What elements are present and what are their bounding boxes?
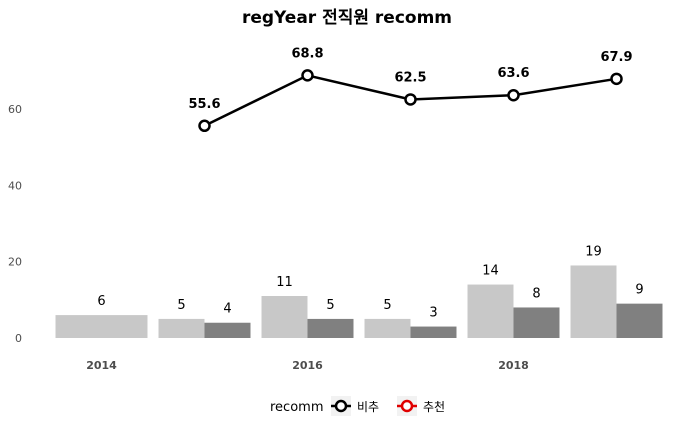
y-tick-label: 40 xyxy=(8,179,22,192)
line-label: 68.8 xyxy=(291,46,323,61)
bars xyxy=(55,265,663,338)
bar-label: 8 xyxy=(532,286,540,301)
bar xyxy=(55,315,148,338)
bar xyxy=(364,318,411,338)
line-label: 55.6 xyxy=(188,97,220,112)
line-point xyxy=(301,69,314,82)
line-labels: 55.6 68.8 62.5 63.6 67.9 xyxy=(188,46,632,111)
bar xyxy=(307,318,354,338)
x-tick-label: 2014 xyxy=(86,359,117,372)
chart-title: regYear 전직원 recomm xyxy=(242,8,452,28)
bar-label: 3 xyxy=(429,306,437,321)
x-tick-label: 2018 xyxy=(498,359,529,372)
bar-label: 5 xyxy=(383,298,391,313)
bar xyxy=(410,326,457,338)
legend-title: recomm xyxy=(270,400,324,415)
line-label: 63.6 xyxy=(497,66,529,81)
bar-label: 6 xyxy=(97,294,105,309)
bar xyxy=(467,284,514,338)
line-point xyxy=(404,93,417,106)
bar xyxy=(204,322,251,338)
bar xyxy=(616,303,663,338)
bar-label: 14 xyxy=(482,264,499,279)
bar xyxy=(570,265,617,338)
legend-label: 비추 xyxy=(357,400,379,414)
bar-label: 9 xyxy=(635,283,643,298)
bar-label: 19 xyxy=(585,244,602,259)
bar xyxy=(513,307,560,338)
bar-label: 11 xyxy=(276,275,293,290)
legend-key-marker xyxy=(400,399,414,413)
bar-label: 5 xyxy=(326,298,334,313)
x-tick-label: 2016 xyxy=(292,359,323,372)
line-label: 67.9 xyxy=(600,50,632,65)
legend: recomm 비추 추천 xyxy=(270,396,445,416)
bar xyxy=(158,318,205,338)
line-label: 62.5 xyxy=(394,70,426,85)
y-tick-label: 60 xyxy=(8,103,22,116)
y-tick-label: 0 xyxy=(15,332,22,345)
legend-key-marker xyxy=(334,399,348,413)
x-axis: 2014 2016 2018 xyxy=(86,359,529,372)
bar-label: 4 xyxy=(223,302,231,317)
line-point xyxy=(507,88,520,102)
bar-label: 5 xyxy=(177,298,185,313)
bar-labels: 6 5 4 11 5 5 3 14 8 19 9 xyxy=(97,244,643,320)
line-point xyxy=(610,72,623,86)
legend-label: 추천 xyxy=(423,399,445,414)
bar xyxy=(261,296,308,338)
line-series xyxy=(198,69,623,133)
y-axis: 0 20 40 60 xyxy=(8,103,22,345)
line-point xyxy=(198,119,211,133)
y-tick-label: 20 xyxy=(8,256,22,269)
